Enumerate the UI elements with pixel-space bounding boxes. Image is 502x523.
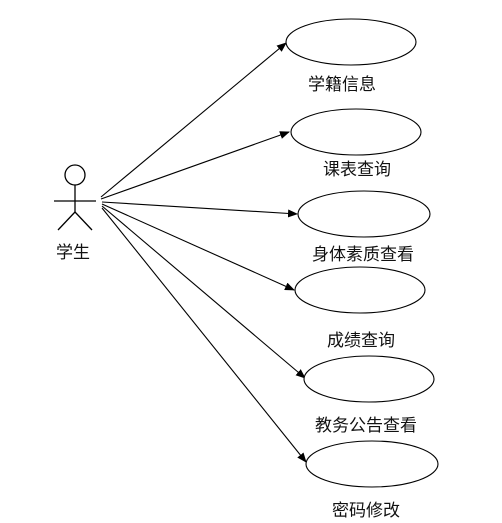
use-case-label-fitness-view: 身体素质查看 — [312, 245, 414, 265]
use-case-ellipses — [285, 18, 439, 488]
use-case-ellipse — [303, 355, 435, 403]
actor-left-leg — [57, 211, 76, 231]
use-case-label-grades-query: 成绩查询 — [327, 331, 395, 351]
association-arrow — [100, 131, 290, 200]
use-case-label-timetable-query: 课表查询 — [323, 160, 391, 180]
use-case-ellipse — [297, 190, 431, 238]
use-case-label-announcements-view: 教务公告查看 — [315, 416, 417, 436]
association-arrow — [101, 203, 295, 291]
use-case-ellipse — [290, 108, 422, 156]
use-case-ellipse — [305, 440, 439, 488]
actor-figure — [54, 164, 96, 231]
association-arrow — [101, 207, 307, 463]
association-arrow — [101, 201, 298, 218]
actor-head — [64, 164, 86, 186]
actor-right-leg — [74, 211, 93, 231]
use-case-ellipse — [294, 266, 426, 314]
actor-label: 学生 — [56, 243, 90, 263]
association-arrow — [100, 42, 287, 198]
association-arrow — [101, 205, 306, 379]
use-case-label-password-change: 密码修改 — [332, 501, 400, 521]
use-case-label-student-record: 学籍信息 — [308, 75, 376, 95]
associations — [100, 42, 307, 463]
use-case-ellipse — [285, 18, 417, 66]
